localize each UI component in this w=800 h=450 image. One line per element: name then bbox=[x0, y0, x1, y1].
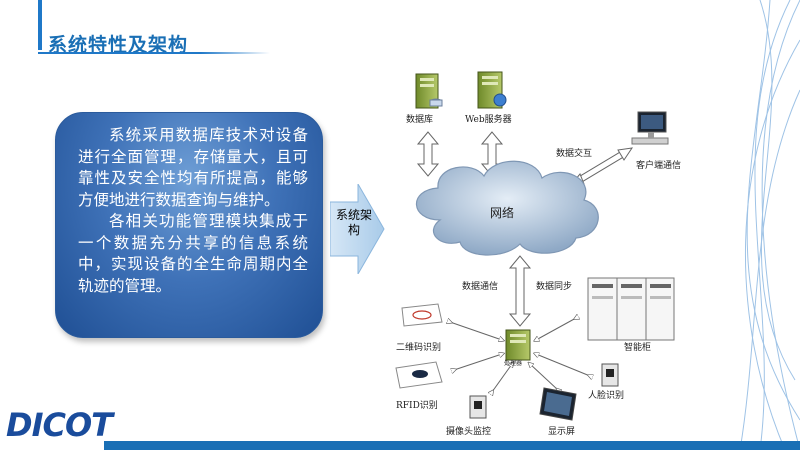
label-database: 数据库 bbox=[406, 115, 434, 125]
description-paragraph-2: 各相关功能管理模块集成于一个数据充分共享的信息系统中，实现设备的全生命周期内全轨… bbox=[78, 212, 308, 295]
sync-link-arrow bbox=[508, 255, 532, 327]
processor-icon bbox=[505, 329, 531, 361]
label-display: 显示屏 bbox=[548, 427, 576, 437]
description-paragraph-1: 系统采用数据库技术对设备进行全面管理，存储量大，且可靠性及安全性均有所提高，能够… bbox=[78, 126, 308, 209]
decorative-curves bbox=[739, 0, 800, 450]
web-server-icon bbox=[477, 71, 507, 109]
display-screen-icon bbox=[539, 387, 577, 421]
title-accent-bar bbox=[38, 0, 42, 50]
label-data-exchange: 数据交互 bbox=[556, 149, 593, 159]
qr-reader-icon bbox=[401, 303, 443, 327]
arrow-label: 系统架构 bbox=[335, 208, 372, 237]
title-underline bbox=[38, 52, 270, 54]
smart-cabinet-icon bbox=[587, 277, 675, 341]
page-title: 系统特性及架构 bbox=[48, 34, 189, 56]
label-face-recognition: 人脸识别 bbox=[588, 391, 625, 401]
label-data-comm: 数据通信 bbox=[462, 282, 499, 292]
face-camera-icon bbox=[601, 363, 619, 387]
label-processor: 处理器 bbox=[504, 360, 523, 367]
label-web-server: Web服务器 bbox=[465, 115, 512, 125]
rfid-reader-icon bbox=[395, 361, 443, 389]
network-cloud bbox=[415, 160, 599, 256]
label-network: 网络 bbox=[490, 206, 515, 220]
flow-arrow bbox=[330, 184, 385, 274]
db-link-arrow bbox=[416, 131, 440, 177]
footer-bar bbox=[104, 441, 800, 450]
logo-band bbox=[0, 404, 104, 450]
company-logo: DICOT bbox=[6, 406, 113, 444]
database-server-icon bbox=[415, 73, 443, 109]
label-smart-cabinet: 智能柜 bbox=[624, 343, 652, 353]
label-data-sync: 数据同步 bbox=[536, 282, 573, 292]
label-client-comm: 客户端通信 bbox=[636, 161, 682, 171]
label-qr-code: 二维码识别 bbox=[396, 343, 442, 353]
architecture-diagram bbox=[395, 71, 675, 421]
surveillance-camera-icon bbox=[469, 395, 487, 419]
client-computer-icon bbox=[631, 111, 669, 145]
label-rfid: RFID识别 bbox=[396, 401, 438, 411]
description-card: 系统采用数据库技术对设备进行全面管理，存储量大，且可靠性及安全性均有所提高，能够… bbox=[55, 112, 323, 338]
label-camera: 摄像头监控 bbox=[446, 427, 492, 437]
peripheral-link-arrows bbox=[450, 318, 590, 392]
